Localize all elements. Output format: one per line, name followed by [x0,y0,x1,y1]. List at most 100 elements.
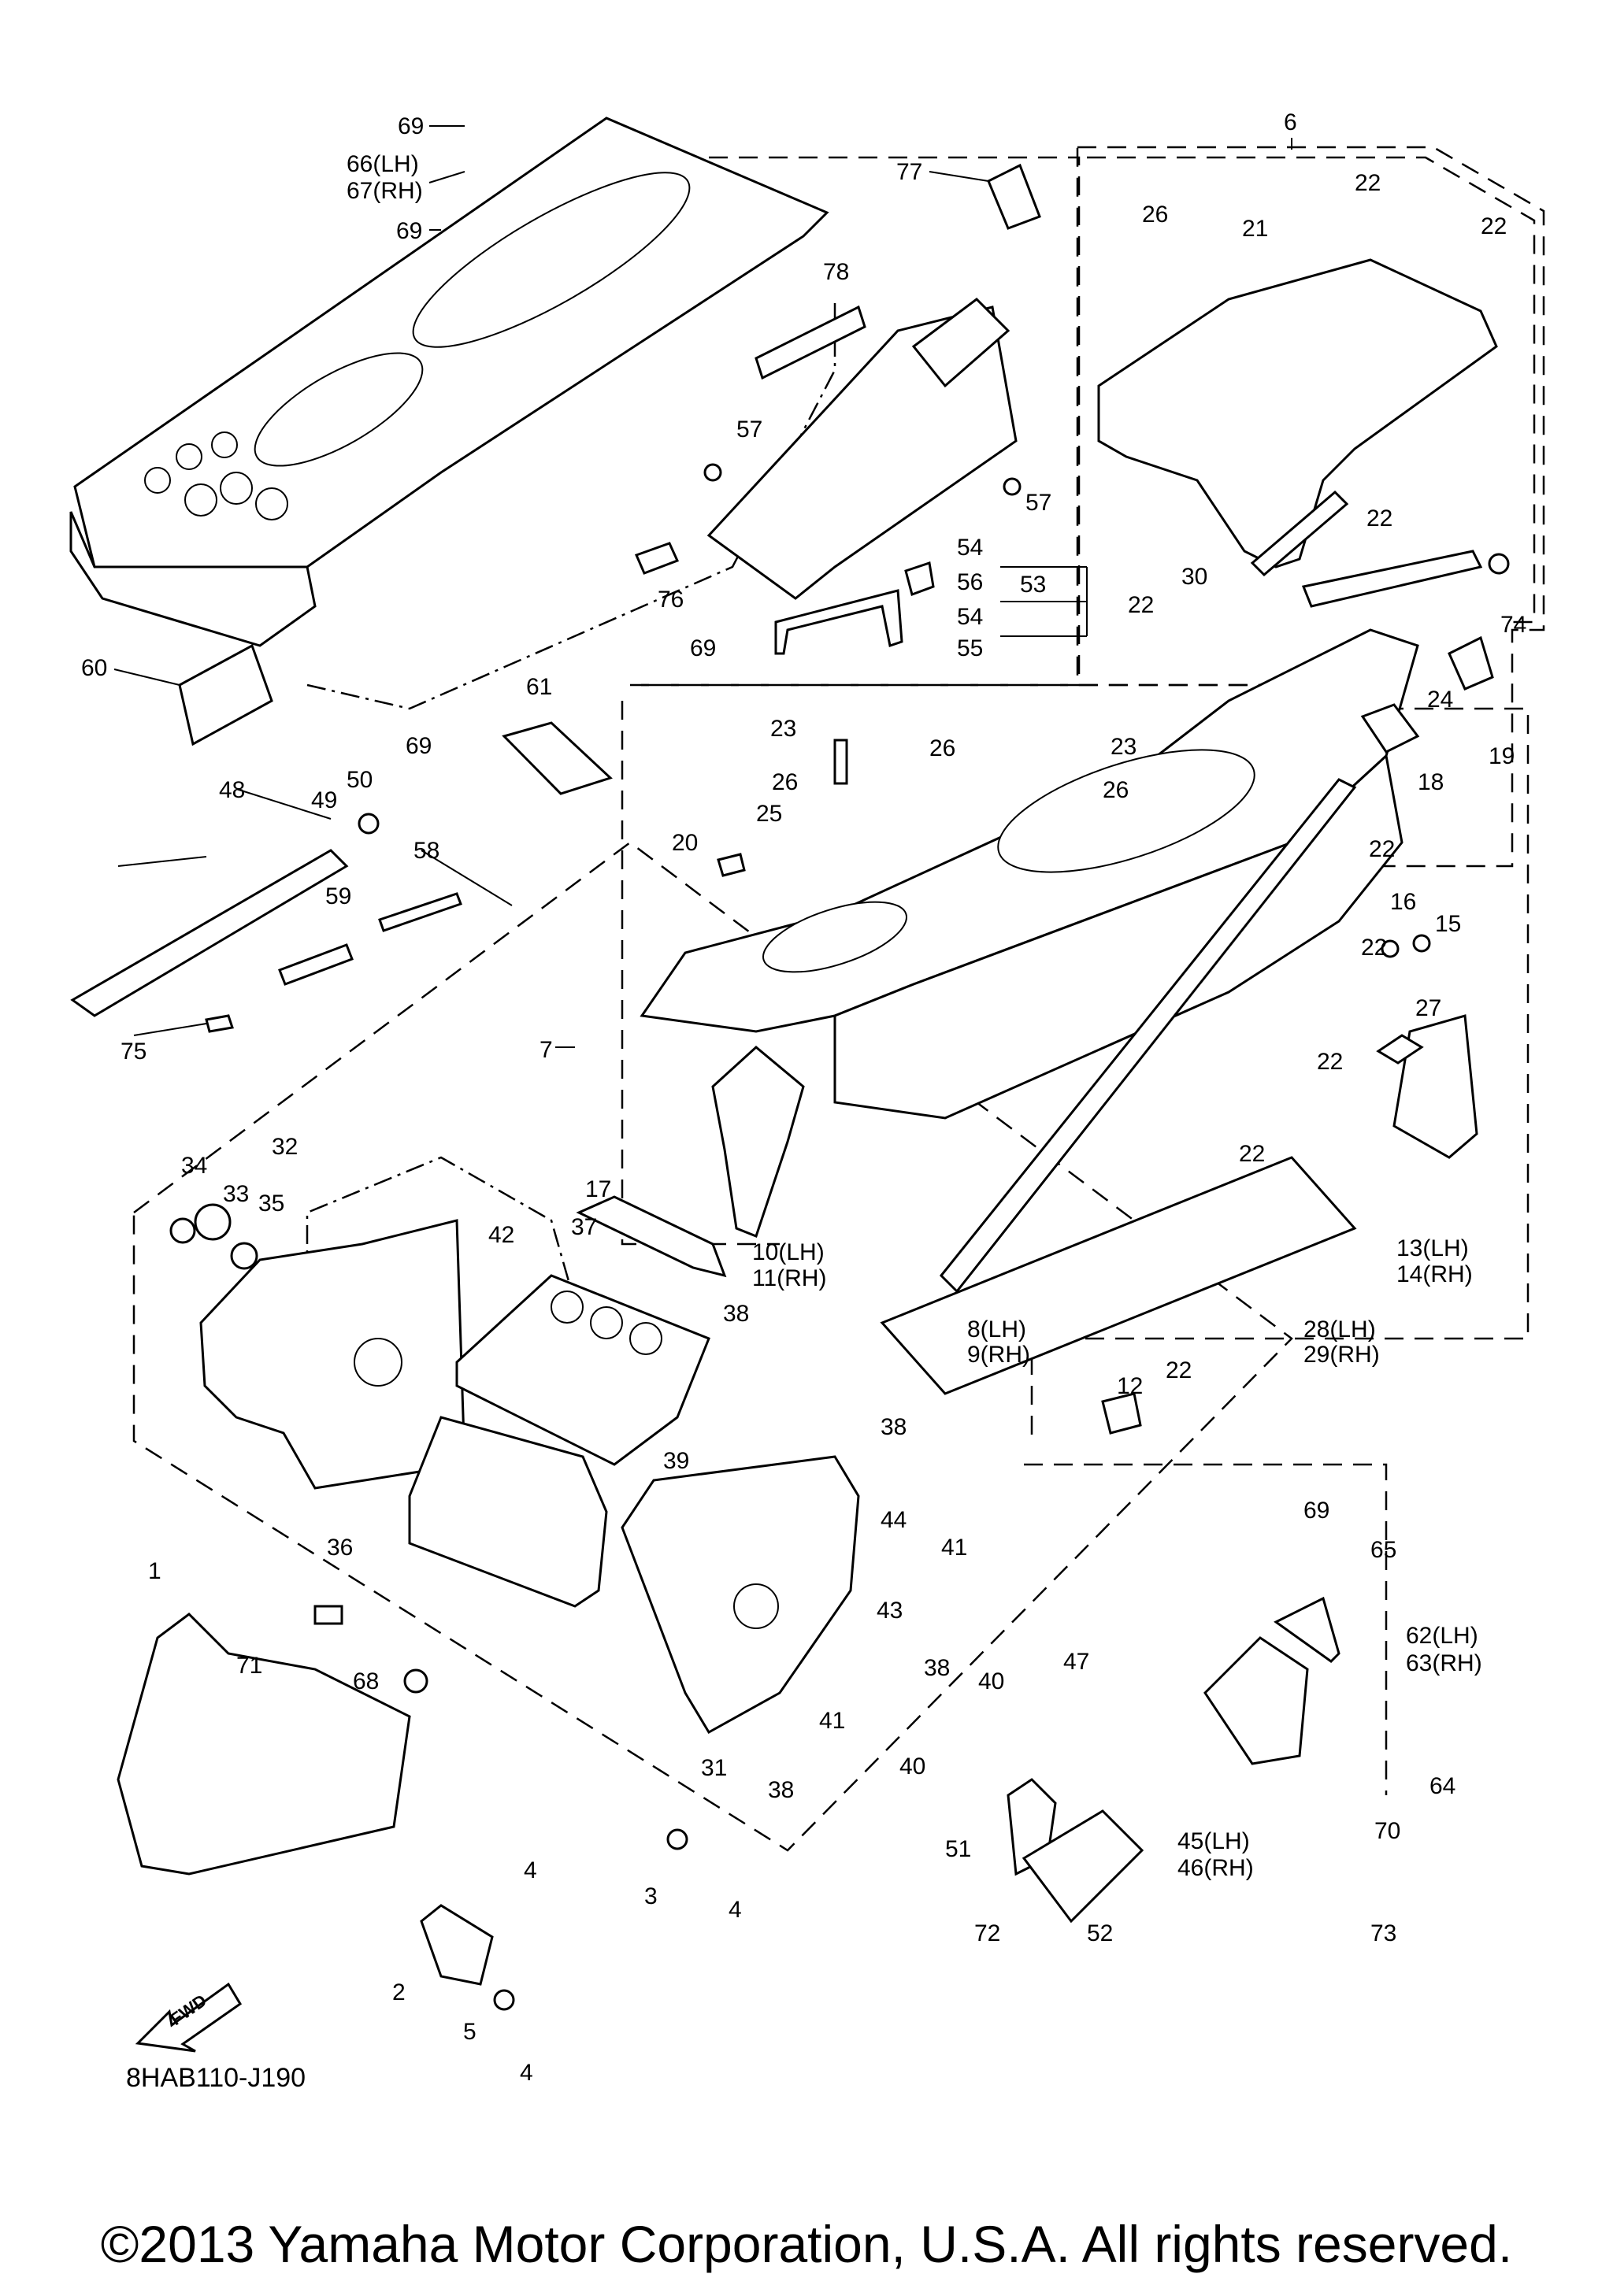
callout-14: 14(RH) [1396,1261,1473,1287]
part-1-frame [117,1613,411,1876]
callout-15: 15 [1435,911,1461,937]
callout-11: 11(RH) [752,1265,826,1291]
tunnel-opening-rear [997,749,1255,873]
tunnel-side-wall [833,754,1403,1120]
callout-54: 54 [957,535,983,561]
part-62-handle [1274,1596,1340,1663]
part-32-bearing-bore [354,1338,402,1387]
callout-26: 26 [1142,202,1168,228]
callout-22: 22 [1239,1141,1265,1167]
part-21-tunnel-extension [1097,258,1498,568]
callout-65: 65 [1370,1537,1396,1563]
seat-base-outline [306,299,836,710]
callout-69: 69 [690,635,716,661]
part-33-bearing [194,1203,232,1241]
callout-23: 23 [1111,734,1137,760]
callout-69: 69 [396,218,422,244]
callout-22: 22 [1128,592,1154,618]
part-55-bar [774,589,903,655]
callout-56: 56 [957,569,983,595]
part-59-strip [278,943,354,986]
callout-22: 22 [1366,505,1392,531]
part-57-nut-right [1003,477,1022,496]
callout-48: 48 [219,777,245,803]
part-8-rail [939,778,1357,1294]
callout-68: 68 [353,1668,379,1694]
callout-51: 51 [945,1836,971,1862]
callout-24: 24 [1427,687,1453,713]
callout-61: 61 [526,674,552,700]
callout-38: 38 [768,1777,794,1803]
callout-26: 26 [1103,777,1129,803]
callout-31: 31 [701,1755,727,1781]
part-49-washer [358,813,380,835]
callout-21: 21 [1242,216,1268,242]
callout-22: 22 [1317,1049,1343,1075]
callout-5: 5 [463,2019,476,2045]
callout-66: 66(LH) [347,151,419,177]
group-6-inner-outline [1087,156,1536,624]
callout-23: 23 [770,716,796,742]
part-36-heat-exchanger [408,1416,608,1608]
part-58-strip [378,892,462,932]
callout-64: 64 [1429,1773,1455,1799]
part-61-plate [502,721,613,795]
part-5-washer [493,1989,515,2011]
callout-70: 70 [1374,1818,1400,1844]
callout-20: 20 [672,830,698,856]
seat-base-front-lip [69,511,317,647]
fwd-arrow-icon: FWD [135,1982,243,2053]
part-37-hole [551,1291,584,1324]
callout-52: 52 [1087,1920,1113,1946]
callout-2: 2 [392,1979,406,2005]
callout-46: 46(RH) [1177,1855,1254,1881]
part-18-bracket [1360,703,1420,754]
part-24-bracket [1301,550,1483,608]
callout-45: 45(LH) [1177,1828,1250,1854]
callout-63: 63(RH) [1406,1650,1482,1676]
callout-40: 40 [978,1668,1004,1694]
part-31-bore [733,1583,779,1629]
callout-8: 8(LH) [967,1316,1026,1342]
callout-1: 1 [148,1558,161,1584]
part-37-hole [629,1322,662,1355]
part-78-decal [755,305,866,380]
part-37-hole [590,1306,623,1339]
seat-vent-hole [144,467,171,494]
callout-67: 67(RH) [347,178,423,204]
callout-35: 35 [258,1191,284,1217]
seat-base-assembly [69,117,829,647]
callout-42: 42 [488,1222,514,1248]
part-10-bracket [711,1046,805,1238]
callout-17: 17 [585,1176,611,1202]
part-17-bracket [576,1195,727,1278]
part-28-running-board [880,1156,1357,1395]
tunnel-cover-outline [306,1156,600,1417]
callout-38: 38 [924,1655,950,1681]
callout-19: 19 [1489,743,1515,769]
callout-22: 22 [1361,935,1387,961]
part-71-pad [313,1605,343,1625]
callout-13: 13(LH) [1396,1235,1469,1261]
callout-37: 37 [571,1214,597,1240]
part-34-circlip [169,1217,196,1244]
callout-22: 22 [1481,213,1507,239]
rear-bumper-flap [911,298,1010,388]
part-60-bracket [178,643,273,746]
callout-53: 53 [1020,572,1046,598]
callout-76: 76 [658,587,684,613]
callout-77: 77 [896,159,922,185]
callout-12: 12 [1117,1373,1143,1399]
part-23-post [833,739,848,785]
callout-32: 32 [272,1134,298,1160]
part-20-clip [717,853,746,877]
part-3-nut [666,1828,688,1850]
callout-9: 9(RH) [967,1342,1030,1368]
callout-69: 69 [406,733,432,759]
callout-60: 60 [81,655,107,681]
callout-39: 39 [663,1448,689,1474]
callout-59: 59 [325,883,351,909]
part-77-decal [987,163,1041,230]
callout-69: 69 [1303,1498,1329,1524]
seat-opening-small [254,352,424,467]
